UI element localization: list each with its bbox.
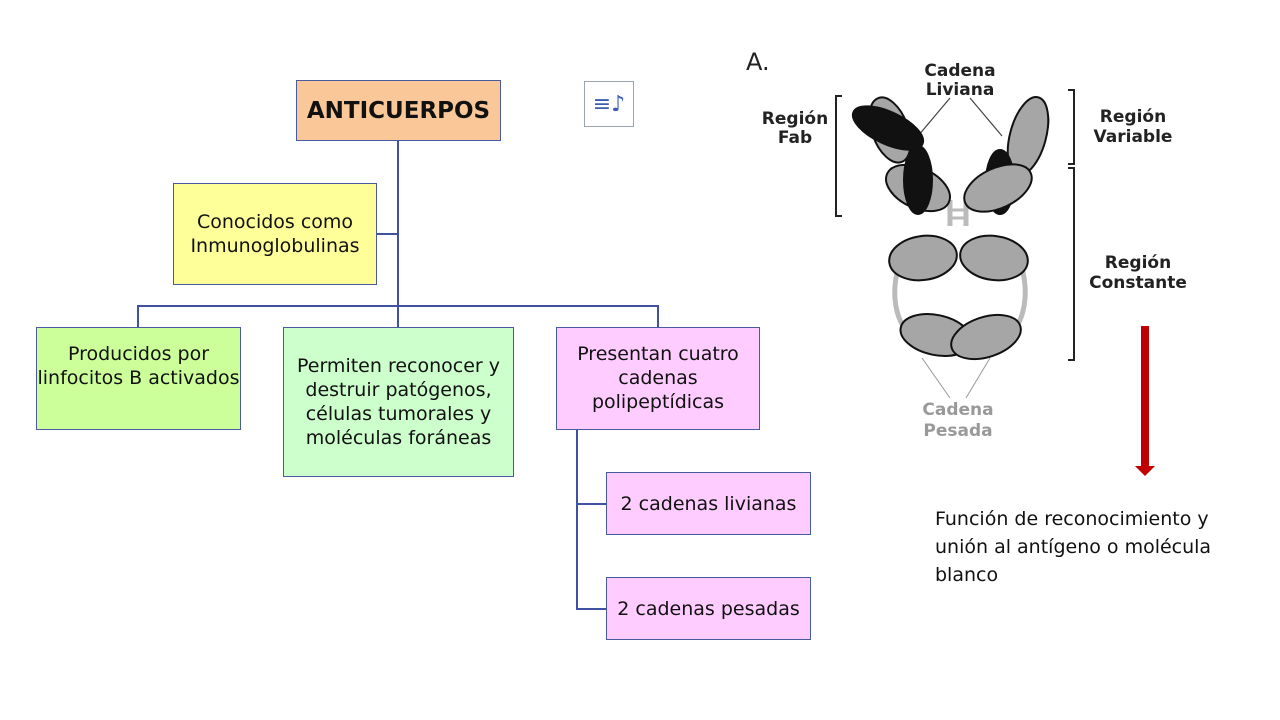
pointer-left-light-chain (917, 97, 951, 137)
connector-sub-trunk (576, 430, 578, 610)
label-region-variable-1: Región (1100, 107, 1166, 127)
bracket-constante (1068, 167, 1075, 361)
connector-children-bar (138, 305, 659, 307)
label-cadena-liviana-1: Cadena (924, 61, 995, 81)
right-constant-domain-heavy (963, 163, 1033, 213)
antibody-structure-figure: A. Cadena Liviana Región Fab Región Vari… (746, 48, 1187, 441)
pointer-heavy-right (965, 357, 991, 399)
label-cadena-pesada-2: Pesada (923, 421, 992, 441)
label-cadena-pesada-1: Cadena (922, 400, 993, 420)
node-producidos-linfocitos: Producidos por linfocitos B activados (36, 327, 241, 430)
fc-ch2-right (959, 234, 1029, 282)
pointer-right-light-chain (969, 97, 1003, 137)
label-region-fab-1: Región (762, 109, 828, 129)
node-cadenas-livianas: 2 cadenas livianas (606, 472, 811, 535)
connector-sub-1 (576, 503, 606, 505)
connector-child-3 (657, 305, 659, 327)
red-down-arrow (1135, 326, 1155, 476)
left-constant-domain-light (903, 145, 933, 215)
fc-ch2-left (888, 234, 958, 282)
pointer-heavy-left (921, 357, 951, 399)
node-conocidos-inmunoglobulinas: Conocidos como Inmunoglobulinas (173, 183, 377, 285)
bracket-fab (835, 95, 842, 217)
connector-child-1 (137, 305, 139, 327)
label-region-fab-2: Fab (778, 128, 812, 148)
connector-side-node (377, 233, 398, 235)
label-region-constante-2: Constante (1089, 273, 1187, 293)
panel-label: A. (746, 48, 770, 76)
label-region-variable-2: Variable (1094, 127, 1173, 147)
connector-sub-2 (576, 608, 606, 610)
label-region-constante-1: Región (1105, 253, 1171, 273)
node-permiten-reconocer: Permiten reconocer y destruir patógenos,… (283, 327, 514, 477)
left-variable-domain-light (851, 105, 925, 151)
node-presentan-cadenas: Presentan cuatro cadenas polipeptídicas (556, 327, 760, 430)
music-note-document-icon[interactable]: ≡♪ (584, 81, 634, 127)
node-cadenas-pesadas: 2 cadenas pesadas (606, 577, 811, 640)
connector-root-trunk (397, 141, 399, 327)
bracket-variable (1068, 89, 1075, 165)
fc-ch3-right (950, 313, 1022, 361)
label-cadena-liviana-2: Liviana (926, 80, 995, 100)
function-caption: Función de reconocimiento y unión al ant… (935, 508, 1212, 586)
root-node-anticuerpos: ANTICUERPOS (296, 80, 501, 141)
